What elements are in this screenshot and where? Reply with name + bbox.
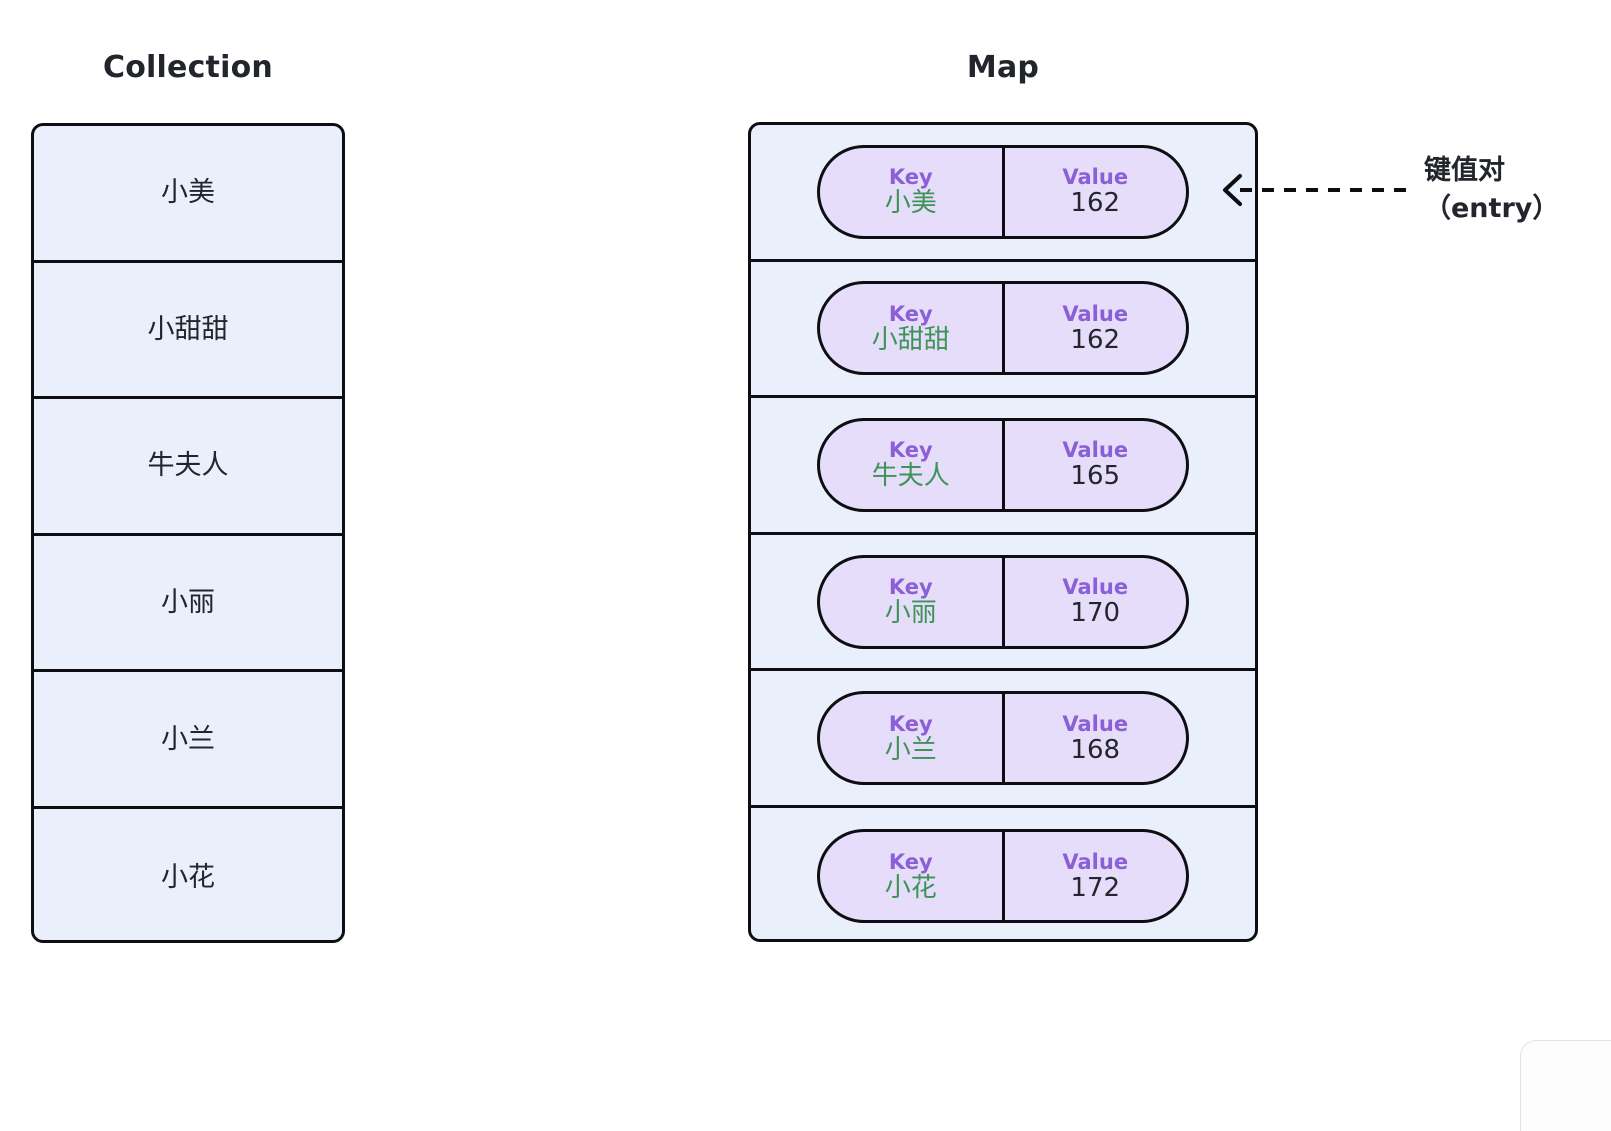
entry-value-cell: Value 170 — [1005, 558, 1187, 646]
list-item: 小兰 — [34, 672, 342, 809]
map-row: Key 牛夫人 Value 165 — [751, 398, 1255, 535]
list-item: 小花 — [34, 809, 342, 940]
entry-value-cell: Value 168 — [1005, 694, 1187, 782]
entry-key-cell: Key 小丽 — [820, 557, 1005, 646]
value-caption: Value — [1062, 438, 1129, 463]
entry-value-value: 165 — [1070, 461, 1121, 492]
entry-pill: Key 小美 Value 162 — [817, 144, 1189, 239]
entry-key-value: 牛夫人 — [871, 461, 950, 492]
entry-value-cell: Value 172 — [1005, 832, 1187, 920]
entry-pill: Key 小兰 Value 168 — [817, 691, 1189, 786]
entry-key-value: 小兰 — [884, 734, 937, 765]
entry-key-value: 小丽 — [884, 597, 937, 628]
entry-key-value: 小花 — [884, 872, 937, 903]
entry-value-cell: Value 165 — [1005, 421, 1187, 509]
list-item: 小丽 — [34, 536, 342, 673]
collection-title: Collection — [103, 50, 273, 85]
collection-item-label: 小兰 — [161, 723, 215, 755]
map-row: Key 小美 Value 162 — [751, 125, 1255, 262]
key-caption: Key — [888, 711, 933, 736]
page-corner-artifact — [1520, 1040, 1611, 1131]
entry-value-value: 168 — [1070, 734, 1121, 765]
key-caption: Key — [888, 849, 933, 874]
entry-pill: Key 小丽 Value 170 — [817, 554, 1189, 649]
entry-value-value: 172 — [1070, 872, 1121, 903]
entry-pill: Key 小甜甜 Value 162 — [817, 281, 1189, 376]
entry-callout-label: 键值对 （entry） — [1424, 152, 1604, 229]
key-caption: Key — [888, 574, 933, 599]
map-container: Key 小美 Value 162 Key 小甜甜 Value 162 — [748, 122, 1258, 942]
map-row: Key 小甜甜 Value 162 — [751, 262, 1255, 399]
entry-key-cell: Key 小美 — [820, 147, 1005, 236]
collection-container: 小美 小甜甜 牛夫人 小丽 小兰 小花 — [31, 123, 345, 943]
collection-item-label: 牛夫人 — [147, 450, 229, 482]
entry-key-value: 小甜甜 — [871, 324, 950, 355]
entry-pill: Key 牛夫人 Value 165 — [817, 417, 1189, 512]
value-caption: Value — [1062, 849, 1129, 874]
entry-key-cell: Key 牛夫人 — [820, 420, 1005, 509]
map-title: Map — [966, 50, 1040, 85]
value-caption: Value — [1062, 301, 1129, 326]
entry-key-cell: Key 小兰 — [820, 694, 1005, 783]
value-caption: Value — [1062, 574, 1129, 599]
map-row: Key 小丽 Value 170 — [751, 535, 1255, 672]
map-row: Key 小兰 Value 168 — [751, 671, 1255, 808]
diagram-canvas: Collection Map 小美 小甜甜 牛夫人 小丽 小兰 小花 Key — [31, 50, 1611, 1131]
list-item: 小美 — [34, 126, 342, 263]
entry-key-cell: Key 小花 — [820, 832, 1005, 921]
list-item: 牛夫人 — [34, 399, 342, 536]
entry-value-value: 162 — [1070, 188, 1121, 219]
value-caption: Value — [1062, 711, 1129, 736]
collection-item-label: 小美 — [161, 177, 215, 209]
key-caption: Key — [888, 165, 933, 190]
collection-item-label: 小花 — [161, 861, 215, 893]
entry-pill: Key 小花 Value 172 — [817, 829, 1189, 924]
key-caption: Key — [888, 438, 933, 463]
entry-value-value: 162 — [1070, 324, 1121, 355]
map-row: Key 小花 Value 172 — [751, 808, 1255, 939]
entry-callout-label-line1: 键值对 — [1424, 155, 1505, 186]
list-item: 小甜甜 — [34, 263, 342, 400]
collection-item-label: 小丽 — [161, 587, 215, 619]
entry-value-cell: Value 162 — [1005, 284, 1187, 372]
entry-key-value: 小美 — [884, 188, 937, 219]
entry-value-cell: Value 162 — [1005, 148, 1187, 236]
entry-callout-arrow-icon — [1223, 174, 1406, 206]
key-caption: Key — [888, 301, 933, 326]
collection-item-label: 小甜甜 — [147, 313, 229, 345]
entry-callout-label-line2: （entry） — [1424, 193, 1560, 225]
entry-value-value: 170 — [1070, 597, 1121, 628]
entry-key-cell: Key 小甜甜 — [820, 284, 1005, 373]
value-caption: Value — [1062, 165, 1129, 190]
